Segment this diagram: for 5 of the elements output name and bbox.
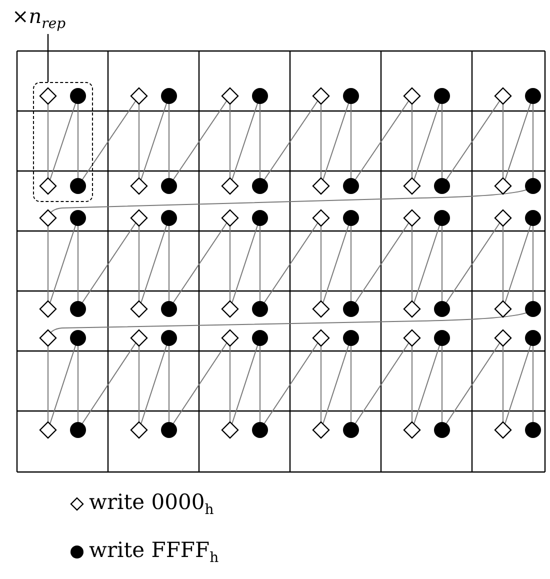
- leader-line: [47, 34, 49, 82]
- legend-text: write 0000$_{h}$: [89, 490, 214, 518]
- dashed-outline: [33, 82, 93, 202]
- multiplier-label: ×n$_{rep}$: [12, 4, 66, 36]
- legend-text: write FFFF$_{h}$: [89, 538, 219, 566]
